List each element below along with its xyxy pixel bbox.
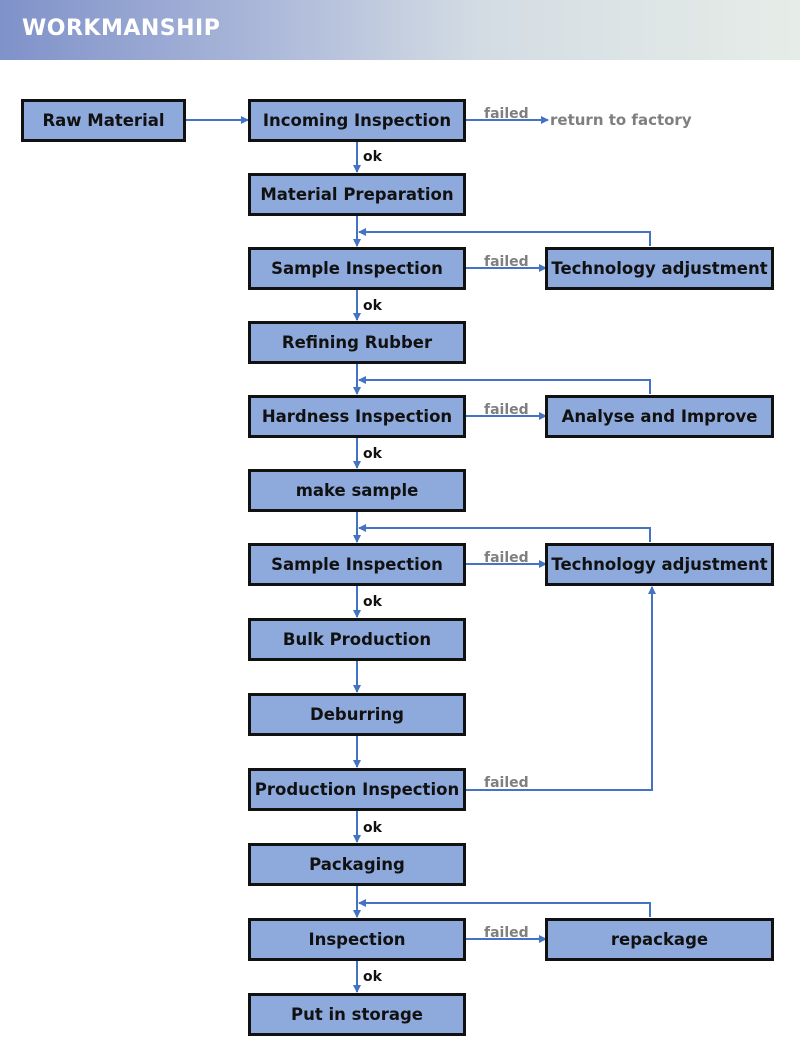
node-production-inspection: Production Inspection [248, 768, 466, 811]
label-failed-sample-2: failed [484, 550, 529, 566]
node-label: Technology adjustment [551, 259, 768, 278]
node-label: Packaging [309, 855, 405, 874]
node-raw-material: Raw Material [21, 99, 186, 142]
label-failed-hardness: failed [484, 402, 529, 418]
label-ok-production: ok [363, 820, 382, 836]
node-sample-inspection-2: Sample Inspection [248, 543, 466, 586]
loop-repackage-back [358, 899, 651, 917]
label-failed-inspection: failed [484, 925, 529, 941]
loop-analyse-back [358, 376, 651, 394]
node-label: Technology adjustment [551, 555, 768, 574]
node-label: Incoming Inspection [262, 111, 452, 130]
node-label: Inspection [308, 930, 406, 949]
node-packaging: Packaging [248, 843, 466, 886]
node-label: Refining Rubber [281, 333, 433, 352]
node-technology-adjustment-1: Technology adjustment [545, 247, 774, 290]
node-repackage: repackage [545, 918, 774, 961]
node-refining-rubber: Refining Rubber [248, 321, 466, 364]
page-title: WORKMANSHIP [22, 16, 221, 41]
node-label: Material Preparation [260, 185, 454, 204]
node-label: Put in storage [291, 1005, 423, 1024]
node-put-in-storage: Put in storage [248, 993, 466, 1036]
node-hardness-inspection: Hardness Inspection [248, 395, 466, 438]
label-failed-sample-1: failed [484, 254, 529, 270]
node-label: Deburring [310, 705, 404, 724]
node-label: Bulk Production [282, 630, 432, 649]
node-bulk-production: Bulk Production [248, 618, 466, 661]
loop-techadj2-back [358, 524, 651, 542]
node-technology-adjustment-2: Technology adjustment [545, 543, 774, 586]
label-ok-sample-1: ok [363, 298, 382, 314]
label-failed-incoming: failed [484, 106, 529, 122]
node-label: repackage [610, 930, 709, 949]
node-label: Sample Inspection [271, 555, 443, 574]
node-incoming-inspection: Incoming Inspection [248, 99, 466, 142]
label-ok-incoming: ok [363, 149, 382, 165]
node-make-sample: make sample [248, 469, 466, 512]
label-ok-inspection: ok [363, 969, 382, 985]
node-label: Hardness Inspection [261, 407, 453, 426]
node-material-preparation: Material Preparation [248, 173, 466, 216]
label-ok-hardness: ok [363, 446, 382, 462]
node-inspection: Inspection [248, 918, 466, 961]
node-label: Raw Material [42, 111, 165, 130]
node-deburring: Deburring [248, 693, 466, 736]
node-label: Production Inspection [254, 780, 460, 799]
label-ok-sample-2: ok [363, 594, 382, 610]
node-label: make sample [295, 481, 419, 500]
label-return-to-factory: return to factory [550, 111, 692, 129]
label-failed-production: failed [484, 775, 529, 791]
node-analyse-and-improve: Analyse and Improve [545, 395, 774, 438]
node-label: Analyse and Improve [561, 407, 758, 426]
loop-techadj1-back [358, 228, 651, 246]
arrow-prodinsp-failed [466, 586, 656, 791]
node-sample-inspection-1: Sample Inspection [248, 247, 466, 290]
header-banner: WORKMANSHIP [0, 0, 800, 60]
node-label: Sample Inspection [271, 259, 443, 278]
